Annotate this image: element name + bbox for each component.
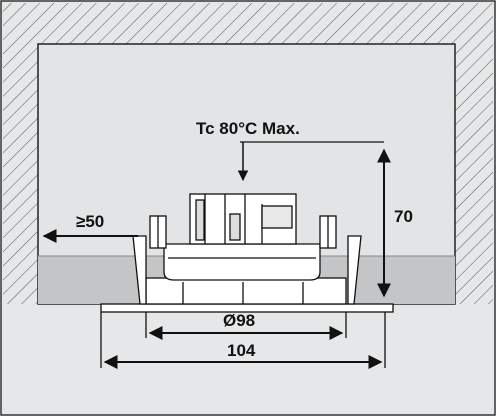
cutout-diameter-label: Ø98 [223, 311, 255, 330]
overall-diameter-label: 104 [227, 341, 256, 360]
side-clearance-label: ≥50 [76, 212, 104, 231]
cutout-diameter-dimension [145, 312, 347, 340]
overall-diameter-dimension [100, 312, 386, 369]
temperature-label: Tc 80°C Max. [196, 119, 300, 138]
hatched-wall [3, 3, 493, 304]
height-label: 70 [394, 207, 413, 226]
downlight-fixture [100, 193, 394, 313]
